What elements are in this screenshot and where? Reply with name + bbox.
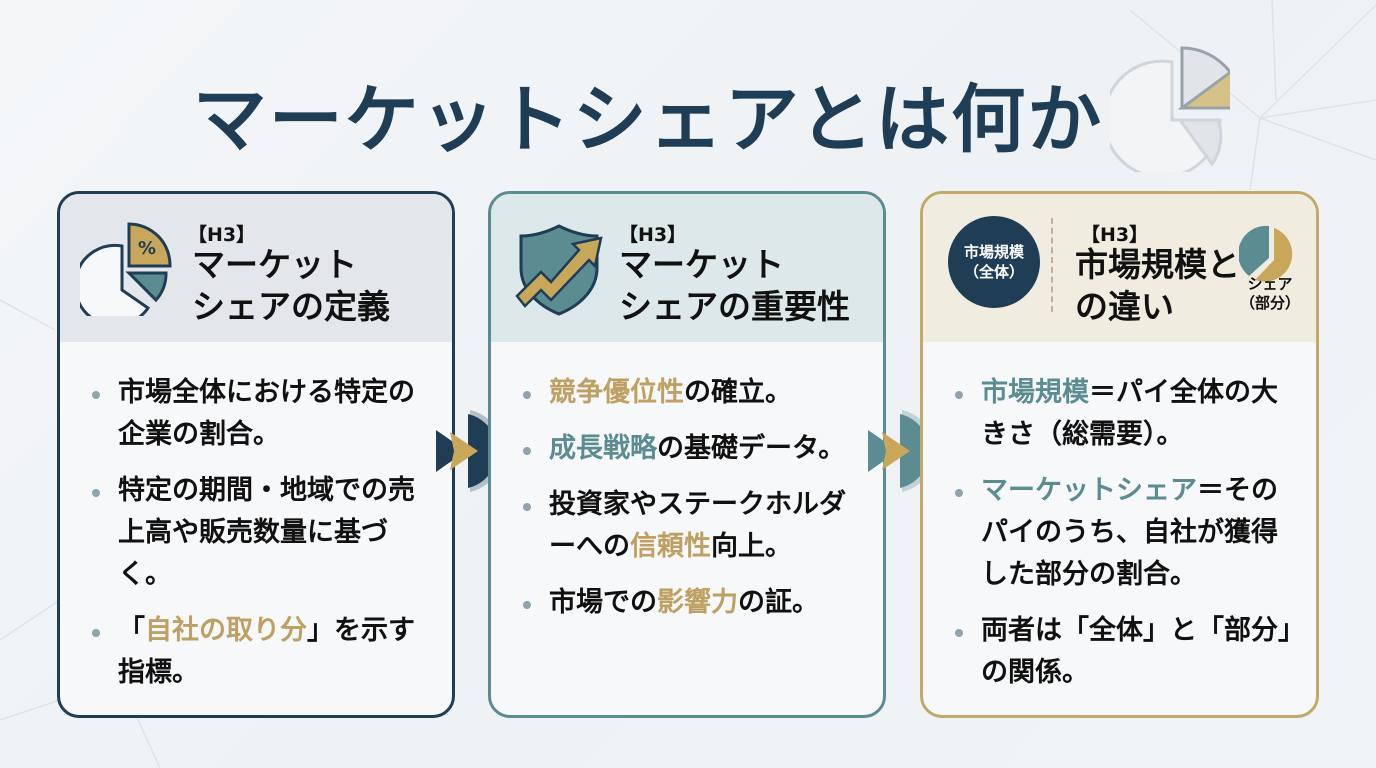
item-text: 」を示す指標。 (118, 615, 415, 688)
item-text: ＝そのパイのうち、自社が獲得した部分の割合。 (981, 475, 1278, 590)
bullet-list: 市場規模＝パイ全体の大きさ（総需要）。マーケットシェア＝そのパイのうち、自社が獲… (951, 372, 1296, 708)
share-label-line2: （部分） (1240, 294, 1301, 312)
pie-chart-icon (1110, 46, 1230, 172)
page-title: マーケットシェアとは何か (0, 60, 1376, 167)
card-title-line2: の違い (1075, 287, 1174, 326)
svg-text:%: % (138, 238, 156, 259)
item-text: 投資家やステークホルダーへの (549, 489, 846, 562)
list-item: 投資家やステークホルダーへの信頼性向上。 (519, 484, 863, 568)
list-item: 特定の期間・地域での売上高や販売数量に基づく。 (88, 470, 432, 596)
bullet-list: 競争優位性の確立。成長戦略の基礎データ。投資家やステークホルダーへの信頼性向上。… (519, 372, 863, 638)
item-text: の証。 (738, 587, 819, 618)
item-text: 市場全体における特定の企業の割合。 (118, 377, 415, 450)
item-text: 向上。 (711, 531, 792, 562)
pie-chart-percent-icon: % (80, 222, 172, 316)
card-difference: 【H3】 市場規模と の違い 市場規模＝パイ全体の大きさ（総需要）。マーケットシ… (920, 191, 1319, 718)
item-text: の基礎データ。 (657, 433, 846, 464)
item-text: 特定の期間・地域での売上高や販売数量に基づく。 (118, 475, 415, 590)
share-label-line1: シェア (1247, 275, 1293, 293)
share-label: シェア （部分） (1240, 275, 1300, 313)
item-text: 市場での (549, 587, 657, 618)
badge-line1: 市場規模 (963, 243, 1024, 261)
list-item: 市場全体における特定の企業の割合。 (88, 372, 432, 456)
card-title-line1: マーケット (192, 245, 357, 284)
highlight-text: 影響力 (657, 587, 738, 618)
card-importance: 【H3】 マーケット シェアの重要性 競争優位性の確立。成長戦略の基礎データ。投… (488, 191, 886, 718)
card-header: % 【H3】 マーケット シェアの定義 (60, 194, 452, 342)
heading-level-tag: 【H3】 (188, 224, 256, 246)
list-item: 市場での影響力の証。 (519, 582, 863, 624)
card-title: 市場規模と の違い (1075, 244, 1240, 328)
item-text: 「 (118, 615, 145, 646)
card-definition: % 【H3】 マーケット シェアの定義 市場全体における特定の企業の割合。特定の… (57, 191, 455, 718)
item-text: の確立。 (684, 377, 792, 408)
heading-level-tag: 【H3】 (619, 224, 687, 246)
highlight-text: マーケットシェア (981, 475, 1197, 506)
heading-level-tag: 【H3】 (1081, 224, 1149, 246)
item-text: ＝パイ全体の大きさ（総需要）。 (981, 377, 1278, 450)
list-item: 両者は「全体」と「部分」の関係。 (951, 610, 1296, 694)
pie-chart-share-icon (1239, 225, 1293, 282)
dashed-divider (1051, 218, 1053, 312)
shield-growth-arrow-icon (515, 224, 603, 316)
highlight-text: 信頼性 (630, 531, 711, 562)
highlight-text: 競争優位性 (549, 377, 684, 408)
page-title-text: マーケットシェアとは何か (192, 77, 1104, 163)
card-title-line2: シェアの重要性 (619, 287, 850, 326)
card-title-line2: シェアの定義 (192, 287, 390, 326)
list-item: 成長戦略の基礎データ。 (519, 428, 863, 470)
card-title: マーケット シェアの定義 (192, 244, 390, 328)
item-text: 両者は「全体」と「部分」の関係。 (981, 615, 1292, 688)
highlight-text: 市場規模 (981, 377, 1089, 408)
market-size-badge: 市場規模 （全体） (948, 216, 1040, 308)
highlight-text: 成長戦略 (549, 433, 657, 464)
card-title-line1: 市場規模と (1075, 245, 1240, 284)
card-title: マーケット シェアの重要性 (619, 244, 850, 328)
list-item: 市場規模＝パイ全体の大きさ（総需要）。 (951, 372, 1296, 456)
list-item: マーケットシェア＝そのパイのうち、自社が獲得した部分の割合。 (951, 470, 1296, 596)
card-header: 【H3】 マーケット シェアの重要性 (491, 194, 883, 342)
list-item: 「自社の取り分」を示す指標。 (88, 610, 432, 694)
highlight-text: 自社の取り分 (145, 615, 307, 646)
card-title-line1: マーケット (619, 245, 784, 284)
badge-line2: （全体） (963, 263, 1024, 281)
bullet-list: 市場全体における特定の企業の割合。特定の期間・地域での売上高や販売数量に基づく。… (88, 372, 432, 708)
list-item: 競争優位性の確立。 (519, 372, 863, 414)
